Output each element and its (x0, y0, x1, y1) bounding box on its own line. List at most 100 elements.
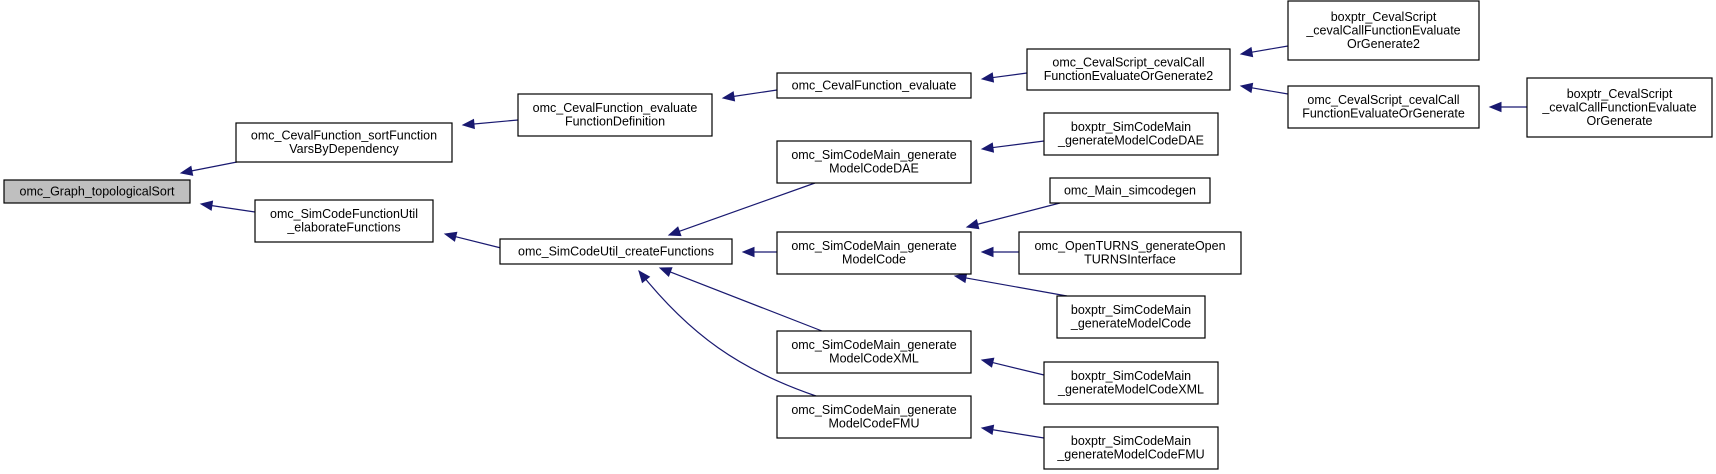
node-box[interactable] (1526, 77, 1713, 138)
edge-evgen2-to-ceval (980, 72, 1028, 83)
node-label-line: _cevalCallFunctionEvaluate (1305, 23, 1460, 37)
node-ceval[interactable]: omc_CevalFunction_evaluate (776, 72, 972, 99)
node-box[interactable] (1026, 48, 1231, 91)
edge-arrowhead (1488, 101, 1502, 113)
node-xml[interactable]: omc_SimCodeMain_generateModelCodeXML (776, 330, 972, 374)
node-label-line: OrGenerate (1586, 114, 1652, 128)
node-dae[interactable]: omc_SimCodeMain_generateModelCodeDAE (776, 140, 972, 184)
node-label-line: ModelCodeXML (829, 352, 919, 366)
node-box[interactable] (1056, 295, 1206, 339)
node-box[interactable] (517, 93, 713, 137)
nodes-layer: omc_Graph_topologicalSort omc_CevalFuncti… (3, 0, 1713, 470)
node-label-line: boxptr_CevalScript (1567, 87, 1673, 101)
node-label-line: omc_SimCodeMain_generate (791, 239, 956, 253)
edge-bdae-to-dae (980, 140, 1045, 153)
node-label-line: ModelCode (842, 253, 906, 267)
edge-arrowhead (638, 269, 651, 284)
node-label-line: omc_SimCodeUtil_createFunctions (518, 244, 714, 258)
edge-arrowhead (1239, 46, 1254, 58)
node-box[interactable] (776, 231, 972, 275)
node-label-line: _elaborateFunctions (286, 221, 400, 235)
node-createfn[interactable]: omc_SimCodeUtil_createFunctions (499, 238, 733, 265)
edge-evaldef-to-sortvars (461, 118, 519, 130)
node-evaldef[interactable]: omc_CevalFunction_evaluateFunctionDefini… (517, 93, 713, 137)
edge-line (638, 270, 817, 397)
node-label-line: _generateModelCodeXML (1057, 383, 1204, 397)
node-label-line: FunctionDefinition (565, 115, 665, 129)
edge-xml-to-createfn (658, 267, 823, 332)
node-box[interactable] (254, 199, 434, 243)
node-box[interactable] (776, 140, 972, 184)
edge-bfmu-to-fmu (980, 424, 1045, 439)
edge-arrowhead (980, 357, 995, 368)
node-label-line: FunctionEvaluateOrGenerate2 (1044, 69, 1214, 83)
node-label-line: omc_SimCodeMain_generate (791, 148, 956, 162)
node-mc[interactable]: omc_SimCodeMain_generateModelCode (776, 231, 972, 275)
node-box[interactable] (1043, 426, 1219, 470)
node-box[interactable] (499, 238, 733, 265)
edge-createfn-to-elab (443, 231, 502, 249)
node-box[interactable] (1018, 231, 1242, 275)
edge-arrowhead (461, 118, 475, 130)
edges-layer (179, 45, 1527, 439)
edge-arrowhead (980, 424, 995, 436)
node-label-line: omc_CevalScript_cevalCall (1307, 93, 1459, 107)
node-bmc[interactable]: boxptr_SimCodeMain_generateModelCode (1056, 295, 1206, 339)
node-label-line: FunctionEvaluateOrGenerate (1302, 107, 1465, 121)
edge-elab-to-topo (199, 200, 256, 213)
node-box[interactable] (1043, 361, 1219, 405)
node-box[interactable] (1287, 0, 1480, 61)
node-label-line: boxptr_SimCodeMain (1071, 434, 1191, 448)
node-box[interactable] (1049, 177, 1211, 204)
edge-arrowhead (980, 246, 994, 258)
node-bevgen[interactable]: boxptr_CevalScript_cevalCallFunctionEval… (1526, 77, 1713, 138)
edge-arrowhead (721, 91, 736, 102)
edge-line (670, 271, 823, 332)
node-label-line: omc_SimCodeMain_generate (791, 403, 956, 417)
node-bxml[interactable]: boxptr_SimCodeMain_generateModelCodeXML (1043, 361, 1219, 405)
node-evgen2[interactable]: omc_CevalScript_cevalCallFunctionEvaluat… (1026, 48, 1231, 91)
node-bdae[interactable]: boxptr_SimCodeMain_generateModelCodeDAE (1043, 112, 1219, 156)
node-label-line: boxptr_SimCodeMain (1071, 120, 1191, 134)
edge-bevgen2-to-evgen2 (1239, 45, 1289, 58)
node-sortvars[interactable]: omc_CevalFunction_sortFunctionVarsByDepe… (235, 122, 453, 163)
node-fmu[interactable]: omc_SimCodeMain_generateModelCodeFMU (776, 395, 972, 439)
edge-arrowhead (443, 231, 458, 242)
edge-arrowhead (741, 246, 755, 258)
node-simcodegen[interactable]: omc_Main_simcodegen (1049, 177, 1211, 204)
node-bfmu[interactable]: boxptr_SimCodeMain_generateModelCodeFMU (1043, 426, 1219, 470)
node-box[interactable] (776, 330, 972, 374)
edge-arrowhead (980, 72, 995, 83)
edge-simcodegen-to-mc (965, 202, 1061, 230)
node-box[interactable] (1287, 85, 1480, 129)
node-label-line: boxptr_CevalScript (1331, 10, 1437, 24)
node-label-line: boxptr_SimCodeMain (1071, 369, 1191, 383)
node-label-line: boxptr_SimCodeMain (1071, 303, 1191, 317)
edge-line (733, 89, 778, 97)
node-box[interactable] (235, 122, 453, 163)
edge-line (473, 119, 519, 125)
node-box[interactable] (1043, 112, 1219, 156)
node-evgen[interactable]: omc_CevalScript_cevalCallFunctionEvaluat… (1287, 85, 1480, 129)
edge-line (191, 161, 238, 172)
node-topo[interactable]: omc_Graph_topologicalSort (3, 179, 191, 204)
edge-line (211, 205, 256, 213)
node-elab[interactable]: omc_SimCodeFunctionUtil_elaborateFunctio… (254, 199, 434, 243)
node-label-line: ModelCodeDAE (829, 162, 919, 176)
node-box[interactable] (3, 179, 191, 204)
edge-sortvars-to-topo (179, 161, 238, 176)
edge-line (679, 182, 816, 232)
node-box[interactable] (776, 395, 972, 439)
node-label-line: TURNSInterface (1084, 253, 1176, 267)
edge-bevgen-to-evgen (1488, 101, 1527, 113)
node-label-line: omc_SimCodeFunctionUtil (270, 207, 418, 221)
edge-fmu-to-createfn (638, 269, 817, 397)
edge-line (992, 72, 1028, 79)
node-label-line: VarsByDependency (289, 142, 399, 156)
node-label-line: OrGenerate2 (1347, 37, 1420, 51)
edge-arrowhead (667, 226, 682, 237)
node-box[interactable] (776, 72, 972, 99)
node-bevgen2[interactable]: boxptr_CevalScript_cevalCallFunctionEval… (1287, 0, 1480, 61)
